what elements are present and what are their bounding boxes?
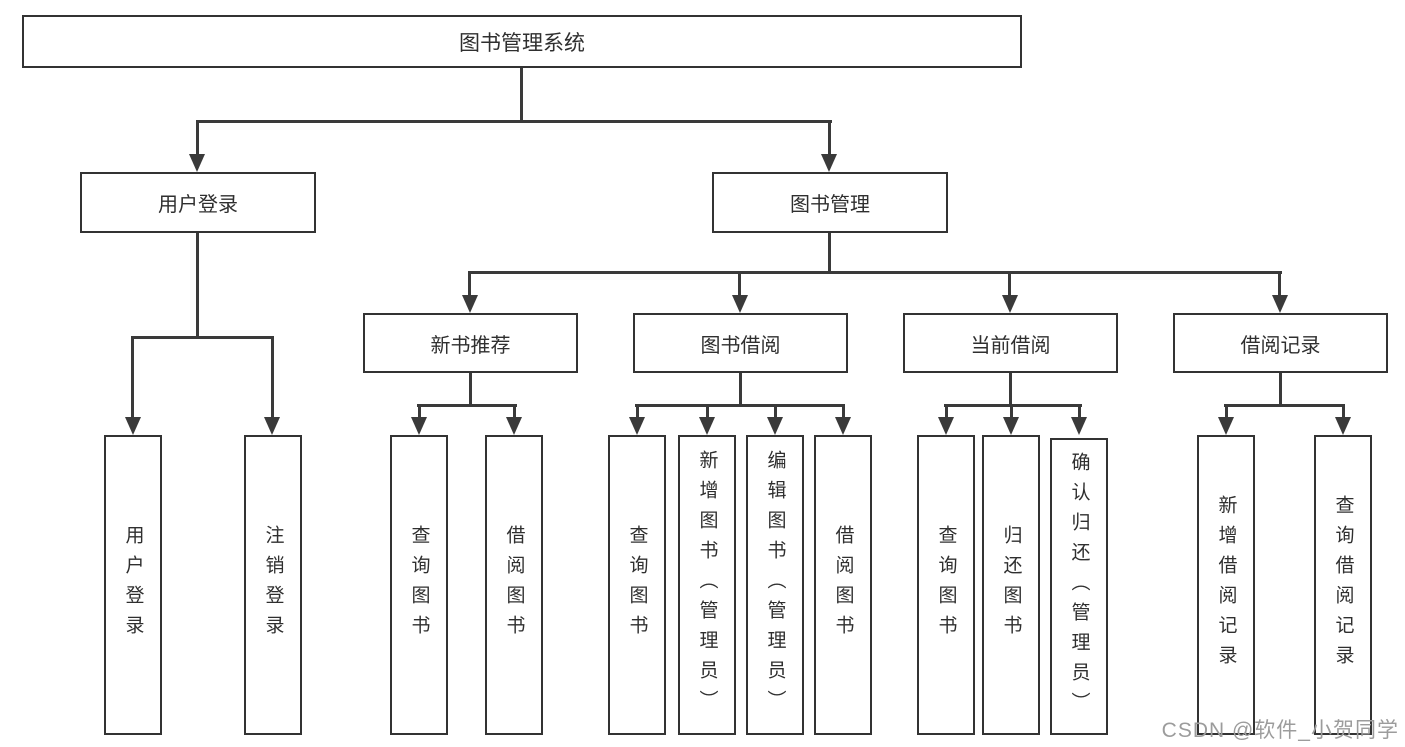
- arrow-down-icon: [835, 417, 851, 435]
- leaf-cb-query-books: 查询图书: [917, 435, 975, 735]
- leaf-bb-query-books: 查询图书: [608, 435, 666, 735]
- leaf-nb-borrow-books: 借阅图书: [485, 435, 543, 735]
- connector-line: [131, 336, 273, 339]
- arrow-down-icon: [938, 417, 954, 435]
- arrow-down-icon: [821, 154, 837, 172]
- arrow-down-icon: [411, 417, 427, 435]
- connector-line: [636, 404, 639, 419]
- connector-line: [945, 404, 948, 419]
- connector-line: [1078, 404, 1081, 419]
- arrow-down-icon: [462, 295, 478, 313]
- connector-line: [1225, 404, 1228, 419]
- connector-line: [468, 271, 471, 297]
- node-new-book-recommend: 新书推荐: [363, 313, 578, 373]
- connector-line: [1010, 404, 1013, 419]
- connector-line: [468, 271, 1282, 274]
- connector-line: [271, 336, 274, 419]
- connector-line: [739, 373, 742, 406]
- leaf-user-login: 用户登录: [104, 435, 162, 735]
- arrow-down-icon: [629, 417, 645, 435]
- connector-line: [1279, 373, 1282, 406]
- node-borrow-records: 借阅记录: [1173, 313, 1388, 373]
- connector-line: [828, 233, 831, 273]
- arrow-down-icon: [1218, 417, 1234, 435]
- connector-line: [828, 120, 831, 156]
- connector-line: [635, 404, 845, 407]
- connector-line: [196, 120, 199, 156]
- arrow-down-icon: [125, 417, 141, 435]
- connector-line: [1278, 271, 1281, 297]
- connector-line: [944, 404, 1082, 407]
- node-user-login: 用户登录: [80, 172, 316, 233]
- connector-line: [738, 271, 741, 297]
- connector-line: [1224, 404, 1345, 407]
- arrow-down-icon: [1071, 417, 1087, 435]
- connector-line: [196, 233, 199, 338]
- csdn-watermark: CSDN @软件_小贺同学: [1161, 719, 1399, 742]
- connector-line: [417, 404, 517, 407]
- leaf-bb-edit-books-admin: 编辑图书（管理员）: [746, 435, 804, 735]
- connector-line: [1342, 404, 1345, 419]
- connector-line: [1008, 271, 1011, 297]
- connector-line: [520, 68, 523, 122]
- leaf-nb-query-books: 查询图书: [390, 435, 448, 735]
- arrow-down-icon: [699, 417, 715, 435]
- connector-line: [469, 373, 472, 406]
- arrow-down-icon: [767, 417, 783, 435]
- leaf-bb-borrow-books: 借阅图书: [814, 435, 872, 735]
- leaf-cb-return-books: 归还图书: [982, 435, 1040, 735]
- connector-line: [842, 404, 845, 419]
- connector-line: [1009, 373, 1012, 406]
- node-book-borrow: 图书借阅: [633, 313, 848, 373]
- arrow-down-icon: [1003, 417, 1019, 435]
- arrow-down-icon: [1272, 295, 1288, 313]
- leaf-br-add-record: 新增借阅记录: [1197, 435, 1255, 735]
- connector-line: [774, 404, 777, 419]
- arrow-down-icon: [264, 417, 280, 435]
- leaf-br-query-record: 查询借阅记录: [1314, 435, 1372, 735]
- node-current-borrow: 当前借阅: [903, 313, 1118, 373]
- leaf-bb-add-books-admin: 新增图书（管理员）: [678, 435, 736, 735]
- node-library-system: 图书管理系统: [22, 15, 1022, 68]
- connector-line: [418, 404, 421, 419]
- arrow-down-icon: [506, 417, 522, 435]
- connector-line: [706, 404, 709, 419]
- connector-line: [196, 120, 832, 123]
- arrow-down-icon: [189, 154, 205, 172]
- node-book-management: 图书管理: [712, 172, 948, 233]
- arrow-down-icon: [732, 295, 748, 313]
- leaf-cb-confirm-return-admin: 确认归还（管理员）: [1050, 438, 1108, 735]
- connector-line: [513, 404, 516, 419]
- connector-line: [131, 336, 134, 419]
- arrow-down-icon: [1002, 295, 1018, 313]
- arrow-down-icon: [1335, 417, 1351, 435]
- leaf-logout: 注销登录: [244, 435, 302, 735]
